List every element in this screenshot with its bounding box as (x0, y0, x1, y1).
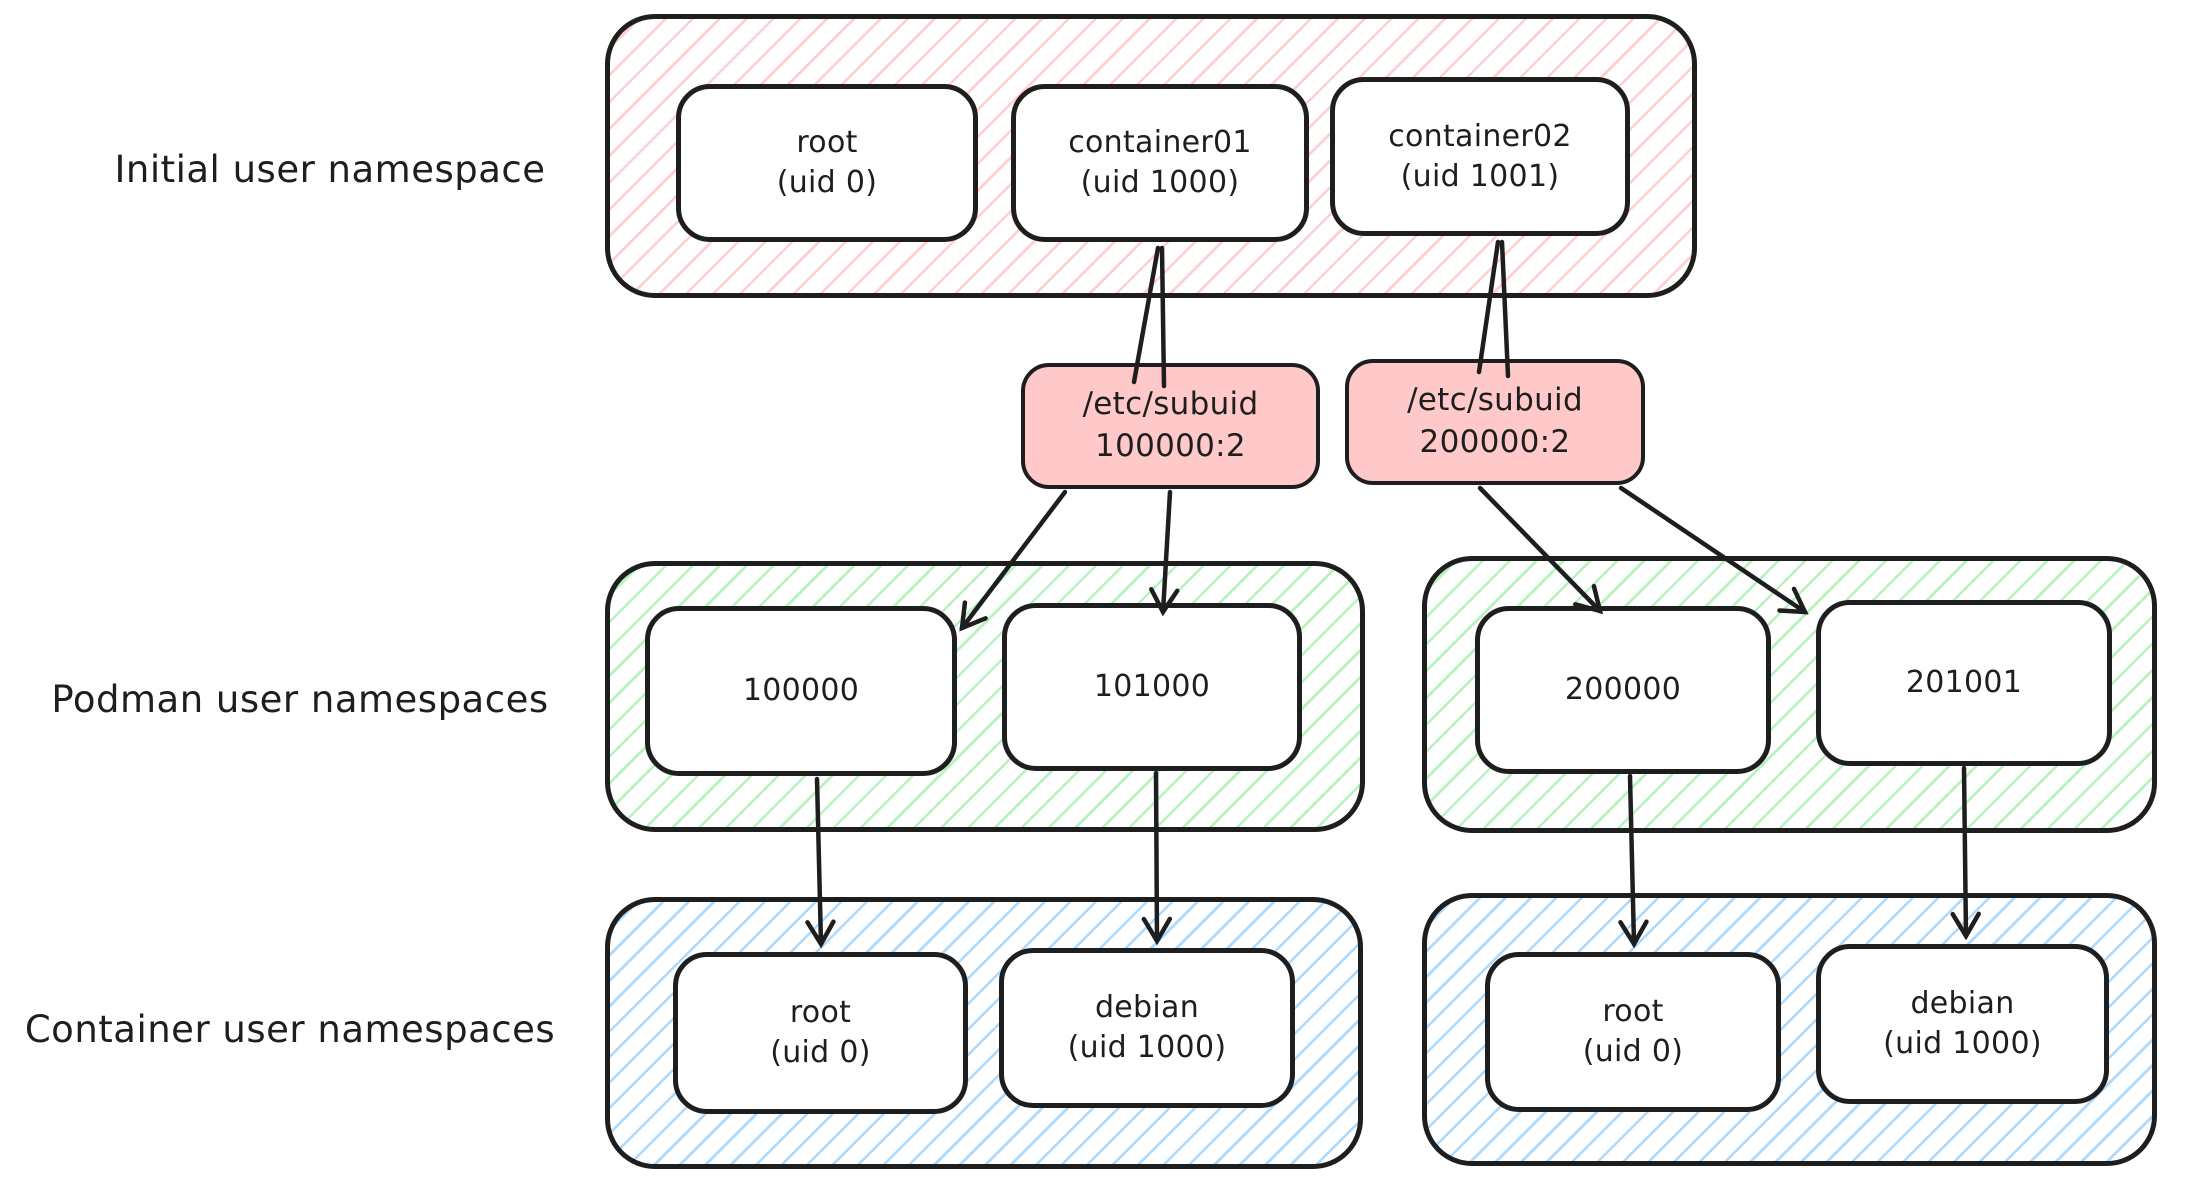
node-name: debian (1094, 990, 1200, 1026)
node-value: 201001 (1905, 665, 2023, 701)
row-label-initial-namespace: Initial user namespace (114, 148, 546, 191)
node-value: 100000 (742, 673, 860, 709)
subuid-mapping: 200000:2 (1419, 424, 1571, 460)
node-name: debian (1910, 986, 2015, 1022)
file-subuid-container01: /etc/subuid 100000:2 (1021, 363, 1320, 489)
subuid-path: /etc/subuid (1407, 382, 1583, 419)
node-uid: (uid 0) (776, 165, 878, 200)
node-container01: container01 (uid 1000) (1011, 84, 1309, 242)
node-uid: (uid 0) (1582, 1034, 1684, 1069)
file-subuid-container02: /etc/subuid 200000:2 (1345, 359, 1645, 485)
node-uid-101000: 101000 (1002, 603, 1302, 771)
node-name: root (796, 125, 858, 161)
subuid-mapping: 100000:2 (1095, 428, 1246, 464)
node-container02: container02 (uid 1001) (1330, 77, 1630, 236)
node-uid-200000: 200000 (1475, 606, 1771, 774)
node-uid-201001: 201001 (1816, 600, 2112, 766)
node-root-container2: root (uid 0) (1485, 952, 1781, 1112)
node-debian-container1: debian (uid 1000) (999, 948, 1295, 1108)
node-value: 101000 (1093, 669, 1211, 705)
node-root-initial: root (uid 0) (676, 84, 978, 242)
node-uid: (uid 1001) (1400, 158, 1560, 194)
node-name: root (789, 995, 852, 1031)
node-name: root (1602, 994, 1664, 1030)
node-name: container01 (1068, 125, 1252, 161)
node-uid: (uid 1000) (1067, 1030, 1227, 1065)
node-root-container1: root (uid 0) (673, 952, 968, 1114)
row-label-podman-namespaces: Podman user namespaces (51, 678, 549, 721)
node-debian-container2: debian (uid 1000) (1816, 944, 2109, 1104)
node-uid: (uid 1000) (1883, 1026, 2042, 1061)
node-uid: (uid 0) (770, 1035, 871, 1070)
node-uid-100000: 100000 (645, 606, 957, 776)
node-value: 200000 (1564, 672, 1682, 708)
node-uid: (uid 1000) (1080, 165, 1240, 200)
row-label-container-namespaces: Container user namespaces (24, 1008, 556, 1051)
node-name: container02 (1388, 118, 1572, 154)
subuid-path: /etc/subuid (1082, 386, 1259, 423)
